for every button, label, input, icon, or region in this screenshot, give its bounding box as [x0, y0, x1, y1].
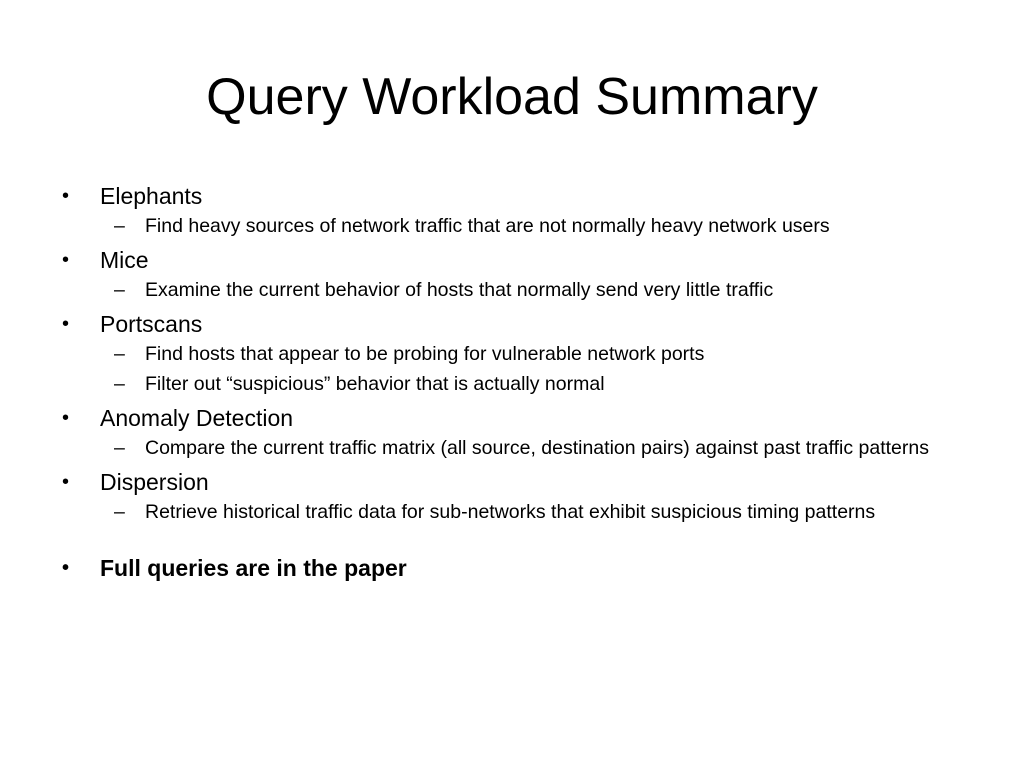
sub-bullet-text: Examine the current behavior of hosts th…: [145, 279, 774, 301]
sub-bullet-text: Find hosts that appear to be probing for…: [145, 343, 705, 365]
list-item-full-queries: • Full queries are in the paper: [62, 552, 962, 584]
bullet-item: • Mice: [62, 244, 962, 276]
list-item-dispersion: • Dispersion – Retrieve historical traff…: [62, 466, 962, 524]
list-item-elephants: • Elephants – Find heavy sources of netw…: [62, 180, 962, 238]
bullet-icon: •: [62, 313, 70, 335]
sub-bullet-item: – Filter out “suspicious” behavior that …: [62, 372, 962, 396]
sub-bullet-item: – Examine the current behavior of hosts …: [62, 278, 962, 302]
bullet-label: Mice: [100, 247, 149, 273]
slide-title: Query Workload Summary: [206, 68, 818, 126]
dash-icon: –: [114, 215, 125, 237]
sub-bullet-text: Retrieve historical traffic data for sub…: [145, 501, 876, 523]
sub-bullet-text: Filter out “suspicious” behavior that is…: [145, 373, 605, 395]
sub-bullet-item: – Retrieve historical traffic data for s…: [62, 500, 962, 524]
dash-icon: –: [114, 279, 125, 301]
bullet-label: Anomaly Detection: [100, 405, 294, 431]
bullet-item: • Full queries are in the paper: [62, 552, 962, 584]
sub-bullet-item: – Find hosts that appear to be probing f…: [62, 342, 962, 366]
dash-icon: –: [114, 501, 125, 523]
bullet-item: • Dispersion: [62, 466, 962, 498]
sub-bullet-item: – Compare the current traffic matrix (al…: [62, 436, 962, 460]
bullet-label: Dispersion: [100, 469, 209, 495]
dash-icon: –: [114, 437, 125, 459]
bullet-icon: •: [62, 185, 70, 207]
bullet-label: Elephants: [100, 183, 203, 209]
bullet-list: • Elephants – Find heavy sources of netw…: [62, 180, 962, 584]
bullet-item: • Elephants: [62, 180, 962, 212]
bullet-label: Portscans: [100, 311, 203, 337]
list-item-anomaly-detection: • Anomaly Detection – Compare the curren…: [62, 402, 962, 460]
bullet-icon: •: [62, 249, 70, 271]
list-item-portscans: • Portscans – Find hosts that appear to …: [62, 308, 962, 396]
bullet-icon: •: [62, 407, 70, 429]
sub-bullet-text: Compare the current traffic matrix (all …: [145, 437, 929, 459]
spacer: [62, 530, 962, 552]
dash-icon: –: [114, 373, 125, 395]
bullet-item: • Portscans: [62, 308, 962, 340]
bullet-item: • Anomaly Detection: [62, 402, 962, 434]
sub-bullet-item: – Find heavy sources of network traffic …: [62, 214, 962, 238]
list-item-mice: • Mice – Examine the current behavior of…: [62, 244, 962, 302]
footer-note: Full queries are in the paper: [100, 555, 407, 581]
bullet-icon: •: [62, 471, 70, 493]
bullet-icon: •: [62, 557, 70, 579]
dash-icon: –: [114, 343, 125, 365]
sub-bullet-text: Find heavy sources of network traffic th…: [145, 215, 830, 237]
